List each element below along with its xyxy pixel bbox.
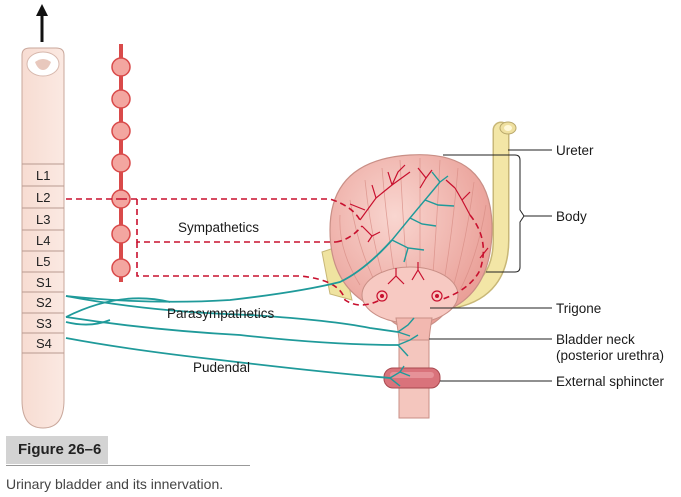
segment-label-s4: S4 xyxy=(36,336,52,351)
segment-label-l5: L5 xyxy=(36,254,50,269)
up-arrow-icon xyxy=(36,4,48,42)
figure-tag: Figure 26–6 xyxy=(6,436,108,464)
segment-label-l3: L3 xyxy=(36,212,50,227)
bladder xyxy=(329,154,493,419)
label-posterior-urethra: (posterior urethra) xyxy=(556,348,664,363)
label-parasympathetics: Parasympathetics xyxy=(167,306,275,321)
label-body: Body xyxy=(556,209,587,224)
label-external-sphincter: External sphincter xyxy=(556,374,665,389)
segment-label-s2: S2 xyxy=(36,295,52,310)
leader-lines xyxy=(429,149,552,382)
segment-label-l4: L4 xyxy=(36,233,50,248)
sympathetic-chain xyxy=(111,44,131,282)
label-sympathetics: Sympathetics xyxy=(178,220,259,235)
segment-label-s3: S3 xyxy=(36,316,52,331)
segment-label-l2: L2 xyxy=(36,190,50,205)
sympathetic-nerves xyxy=(66,198,485,306)
label-pudendal: Pudendal xyxy=(193,360,250,375)
label-ureter: Ureter xyxy=(556,143,594,158)
spinal-cord: L1 L2 L3 L4 L5 S1 S2 S3 S4 xyxy=(21,47,65,429)
sympathetic-terminals xyxy=(349,164,489,285)
caption-divider xyxy=(6,465,250,466)
segment-label-s1: S1 xyxy=(36,275,52,290)
label-trigone: Trigone xyxy=(556,301,601,316)
parasympathetic-terminals xyxy=(389,171,455,387)
parasympathetic-nerves xyxy=(65,239,399,379)
segment-label-l1: L1 xyxy=(36,168,50,183)
figure-caption: Urinary bladder and its innervation. xyxy=(6,476,224,492)
label-bladder-neck: Bladder neck xyxy=(556,332,635,347)
